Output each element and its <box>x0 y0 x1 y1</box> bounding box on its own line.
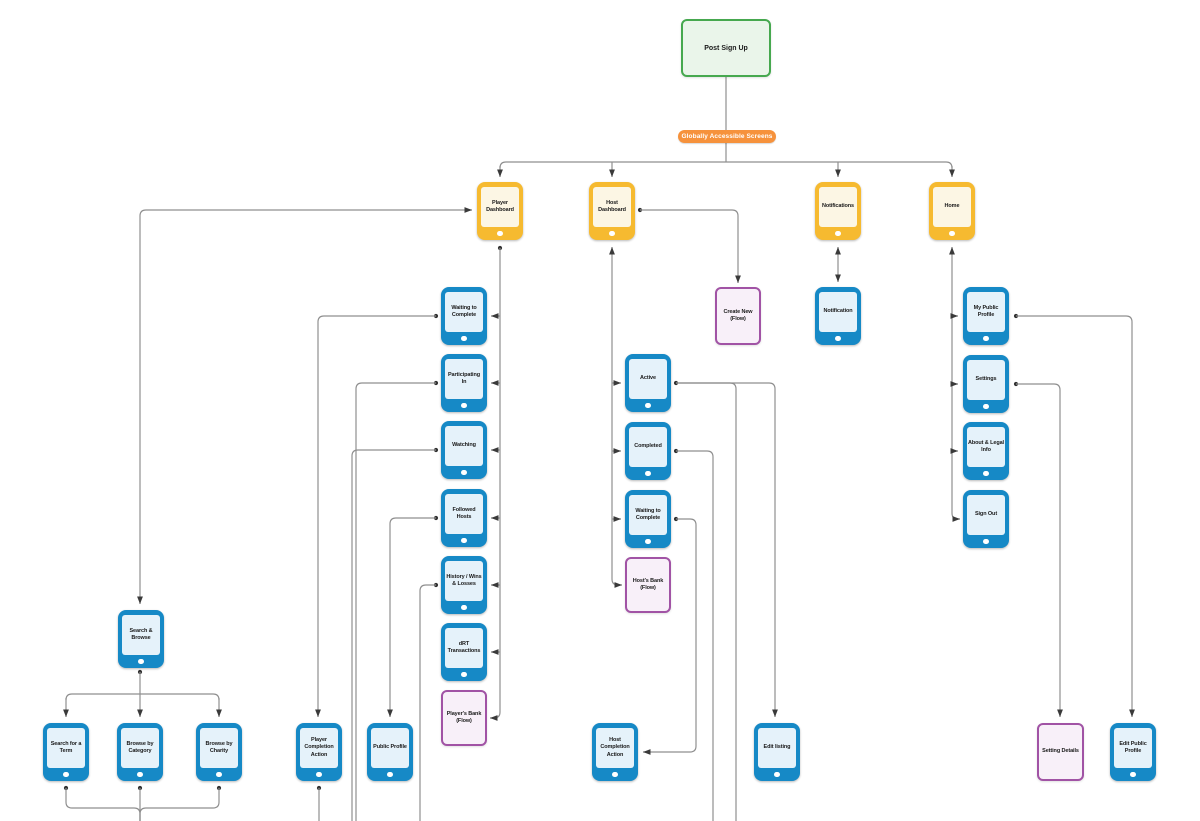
node-label: Browse by Category <box>126 740 154 754</box>
node-label: Host Dashboard <box>598 199 626 213</box>
node-label: Edit Public Profile <box>1119 740 1147 754</box>
home-button-icon <box>1130 771 1136 778</box>
node-label: Watching <box>452 442 476 449</box>
node-label: Followed Hosts <box>452 506 476 520</box>
node-label: Edit listing <box>763 744 791 751</box>
node-label: My Public Profile <box>973 304 999 318</box>
node-label: Participating In <box>447 371 480 385</box>
node-search-for-a-term[interactable]: Search for a Term <box>43 723 89 781</box>
node-host-dashboard[interactable]: Host Dashboard <box>589 182 635 240</box>
home-button-icon <box>612 771 618 778</box>
node-label: Search & Browse <box>129 627 153 641</box>
node-notifications[interactable]: Notifications <box>815 182 861 240</box>
home-button-icon <box>983 470 989 477</box>
home-button-icon <box>645 470 651 477</box>
node-label: Notification <box>823 308 853 315</box>
home-button-icon <box>216 771 222 778</box>
node-active[interactable]: Active <box>625 354 671 412</box>
node-label: Notifications <box>821 203 854 210</box>
node-label: History / Wins & Losses <box>446 573 482 587</box>
node-label: Player Dashboard <box>486 199 514 213</box>
node-watching[interactable]: Watching <box>441 421 487 479</box>
home-button-icon <box>137 771 143 778</box>
node-label: Post Sign Up <box>704 44 748 52</box>
node-search-browse[interactable]: Search & Browse <box>118 610 164 668</box>
node-label: Waiting to Complete <box>635 507 661 521</box>
home-button-icon <box>387 771 393 778</box>
node-label: Public Profile <box>373 744 407 751</box>
node-participating-in[interactable]: Participating In <box>441 354 487 412</box>
node-browse-by-category[interactable]: Browse by Category <box>117 723 163 781</box>
node-completed[interactable]: Completed <box>625 422 671 480</box>
node-label: Setting Details <box>1042 748 1079 755</box>
home-button-icon <box>63 771 69 778</box>
node-label: Player Completion Action <box>304 737 334 758</box>
node-label: Browse by Charity <box>205 740 233 754</box>
node-label: Create New (Flow) <box>723 308 753 322</box>
home-button-icon <box>461 335 467 342</box>
node-label: Active <box>640 375 656 382</box>
node-edit-listing[interactable]: Edit listing <box>754 723 800 781</box>
home-button-icon <box>835 230 841 237</box>
home-button-icon <box>461 671 467 678</box>
node-player-completion-action[interactable]: Player Completion Action <box>296 723 342 781</box>
node-history-wins-losses[interactable]: History / Wins & Losses <box>441 556 487 614</box>
home-button-icon <box>138 658 144 665</box>
home-button-icon <box>461 604 467 611</box>
home-button-icon <box>983 335 989 342</box>
node-waiting-to-complete-host[interactable]: Waiting to Complete <box>625 490 671 548</box>
home-button-icon <box>983 538 989 545</box>
node-label: Completed <box>634 443 662 450</box>
home-button-icon <box>949 230 955 237</box>
node-label: Player's Bank (Flow) <box>446 710 482 724</box>
home-button-icon <box>774 771 780 778</box>
node-notification[interactable]: Notification <box>815 287 861 345</box>
home-button-icon <box>983 403 989 410</box>
node-setting-details[interactable]: Setting Details <box>1037 723 1084 781</box>
home-button-icon <box>835 335 841 342</box>
node-create-new-flow[interactable]: Create New (Flow) <box>715 287 761 345</box>
node-settings[interactable]: Settings <box>963 355 1009 413</box>
home-button-icon <box>645 402 651 409</box>
node-home[interactable]: Home <box>929 182 975 240</box>
node-followed-hosts[interactable]: Followed Hosts <box>441 489 487 547</box>
home-button-icon <box>497 230 503 237</box>
node-label: dRT Transactions <box>447 640 481 654</box>
node-label: Waiting to Complete <box>451 304 477 318</box>
node-about-legal-info[interactable]: About & Legal Info <box>963 422 1009 480</box>
node-host-completion-action[interactable]: Host Completion Action <box>592 723 638 781</box>
node-browse-by-charity[interactable]: Browse by Charity <box>196 723 242 781</box>
node-player-dashboard[interactable]: Player Dashboard <box>477 182 523 240</box>
home-button-icon <box>645 538 651 545</box>
home-button-icon <box>316 771 322 778</box>
home-button-icon <box>609 230 615 237</box>
node-label: Home <box>944 203 960 210</box>
node-edit-public-profile[interactable]: Edit Public Profile <box>1110 723 1156 781</box>
node-post-sign-up[interactable]: Post Sign Up <box>681 19 771 77</box>
node-label: Host's Bank (Flow) <box>632 577 664 591</box>
pill-label: Globally Accessible Screens <box>681 133 773 140</box>
node-label: Search for a Term <box>50 740 82 754</box>
node-drt-transactions[interactable]: dRT Transactions <box>441 623 487 681</box>
globally-accessible-screens-pill[interactable]: Globally Accessible Screens <box>678 130 776 143</box>
node-label: Host Completion Action <box>600 737 630 758</box>
node-label: Settings <box>975 376 997 383</box>
node-my-public-profile[interactable]: My Public Profile <box>963 287 1009 345</box>
node-sign-out[interactable]: Sign Out <box>963 490 1009 548</box>
home-button-icon <box>461 402 467 409</box>
node-label: Sign Out <box>974 511 998 518</box>
node-label: About & Legal Info <box>968 439 1004 453</box>
node-hosts-bank-flow[interactable]: Host's Bank (Flow) <box>625 557 671 613</box>
node-waiting-to-complete[interactable]: Waiting to Complete <box>441 287 487 345</box>
node-players-bank-flow[interactable]: Player's Bank (Flow) <box>441 690 487 746</box>
home-button-icon <box>461 537 467 544</box>
home-button-icon <box>461 469 467 476</box>
node-public-profile[interactable]: Public Profile <box>367 723 413 781</box>
